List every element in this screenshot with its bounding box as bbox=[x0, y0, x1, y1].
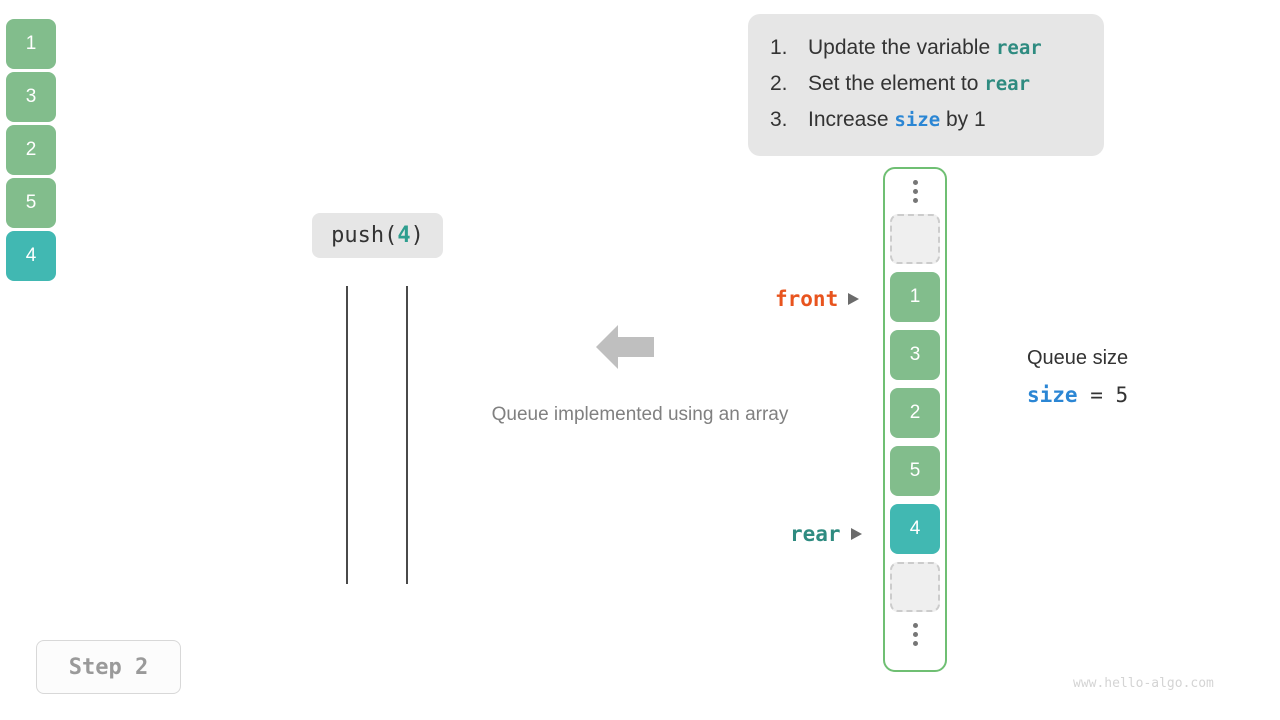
instruction-panel: 1. Update the variable rear 2. Set the e… bbox=[748, 14, 1104, 156]
left-array-brackets bbox=[346, 286, 408, 584]
queue-cell-empty bbox=[890, 562, 940, 612]
operation-close-paren: ) bbox=[410, 223, 424, 248]
queue-cell: 1 bbox=[890, 272, 940, 322]
queue-cell: 3 bbox=[890, 330, 940, 380]
watermark: www.hello-algo.com bbox=[1073, 676, 1214, 691]
array-cell-new: 4 bbox=[6, 231, 56, 281]
instruction-number: 2. bbox=[770, 72, 788, 95]
array-cell: 5 bbox=[6, 178, 56, 228]
queue-size-readout: Queue size size = 5 bbox=[1027, 343, 1128, 407]
instruction-text: Set the element to rear bbox=[808, 72, 1031, 95]
rear-pointer-label: rear bbox=[790, 522, 841, 546]
operation-label: push(4) bbox=[312, 213, 443, 258]
size-operator: = bbox=[1077, 383, 1116, 407]
instruction-code-token: rear bbox=[984, 73, 1031, 95]
rear-pointer: rear bbox=[790, 522, 862, 546]
array-cell: 3 bbox=[6, 72, 56, 122]
instruction-step: 3. Increase size by 1 bbox=[770, 102, 1082, 138]
arrow-left-icon bbox=[596, 322, 654, 372]
instruction-step: 1. Update the variable rear bbox=[770, 30, 1082, 66]
queue-size-expression: size = 5 bbox=[1027, 383, 1128, 407]
front-pointer-label: front bbox=[775, 287, 839, 311]
pointer-arrow-icon bbox=[850, 528, 862, 540]
queue-cells: 1 3 2 5 4 bbox=[890, 214, 940, 612]
instruction-code-token: rear bbox=[995, 37, 1042, 59]
vertical-ellipsis-icon bbox=[912, 169, 918, 214]
operation-argument: 4 bbox=[397, 223, 411, 248]
queue-cell-empty bbox=[890, 214, 940, 264]
size-value: 5 bbox=[1115, 383, 1129, 407]
queue-container: 1 3 2 5 4 bbox=[883, 167, 947, 672]
instruction-text: Update the variable rear bbox=[808, 36, 1042, 59]
queue-cell: 2 bbox=[890, 388, 940, 438]
queue-cell: 5 bbox=[890, 446, 940, 496]
pointer-arrow-icon bbox=[848, 293, 860, 305]
queue-cell-rear: 4 bbox=[890, 504, 940, 554]
instruction-code-token: size bbox=[894, 109, 941, 131]
instruction-number: 3. bbox=[770, 108, 788, 131]
instruction-text: Increase size by 1 bbox=[808, 108, 986, 131]
array-cell: 1 bbox=[6, 19, 56, 69]
queue-size-title: Queue size bbox=[1027, 347, 1129, 369]
front-pointer: front bbox=[775, 287, 860, 311]
left-array-cells: 1 3 2 5 4 bbox=[6, 19, 56, 281]
operation-name: push( bbox=[331, 223, 398, 248]
size-variable: size bbox=[1027, 383, 1078, 407]
diagram-caption: Queue implemented using an array bbox=[491, 404, 789, 425]
instruction-step: 2. Set the element to rear bbox=[770, 66, 1082, 102]
array-cell: 2 bbox=[6, 125, 56, 175]
step-badge: Step 2 bbox=[36, 640, 181, 694]
vertical-ellipsis-icon bbox=[912, 612, 918, 657]
instruction-number: 1. bbox=[770, 36, 788, 59]
